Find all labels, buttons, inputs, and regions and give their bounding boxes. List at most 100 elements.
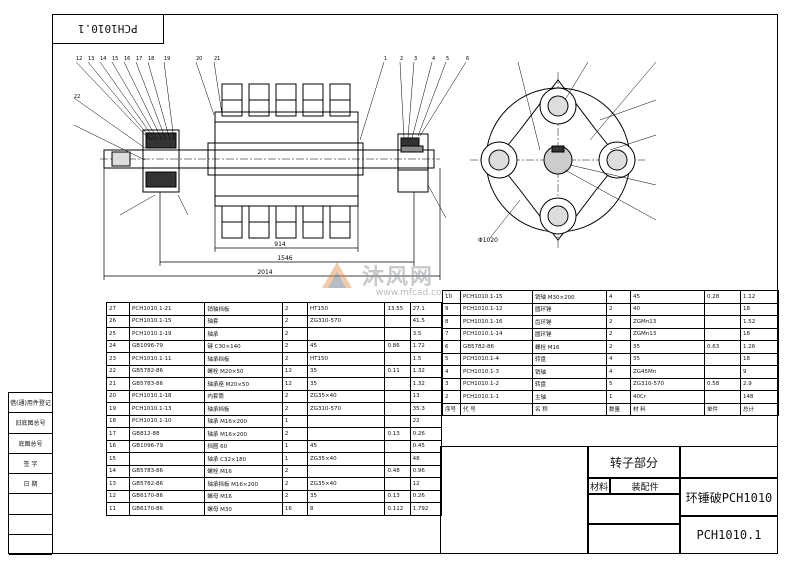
watermark-text: 沐风网 bbox=[362, 265, 435, 290]
bom-cell: 23 bbox=[105, 352, 131, 366]
bom-cell: 27.1 bbox=[409, 302, 443, 316]
rotated-drawing-code: PCH1010.1 bbox=[52, 14, 164, 44]
bom-cell: 0.96 bbox=[409, 464, 443, 478]
right-bearing-block bbox=[397, 133, 429, 193]
bom-cell: 1 bbox=[281, 452, 309, 466]
bom-cell: 轴套 bbox=[204, 314, 283, 328]
bom-cell: PCH1010.1-11 bbox=[129, 352, 206, 366]
bom-cell bbox=[384, 327, 411, 341]
bom-cell: 40 bbox=[630, 302, 705, 316]
bom-cell: 0.13 bbox=[384, 489, 411, 503]
callout-number: 6 bbox=[466, 56, 469, 62]
left-bearing-block bbox=[142, 129, 180, 193]
bom-cell bbox=[704, 302, 741, 316]
bom-cell: 内套筒 bbox=[204, 389, 283, 403]
bom-cell: 12 bbox=[281, 364, 309, 378]
bom-cell bbox=[384, 377, 411, 391]
bom-cell: 轴承挡板 M16×200 bbox=[204, 477, 283, 491]
bom-cell: 1.32 bbox=[409, 364, 443, 378]
dimension-914: 914 bbox=[274, 241, 286, 248]
bom-cell: GB5782-86 bbox=[460, 340, 533, 354]
bom-cell: ZGMn13 bbox=[630, 327, 705, 341]
watermark-url: www.mfcad.com bbox=[376, 288, 451, 298]
bom-cell: 单件 bbox=[704, 402, 741, 416]
bom-cell: 10 bbox=[442, 290, 461, 304]
bom-cell: PCH1010.1-15 bbox=[460, 290, 533, 304]
strip-cell: 底图总号 bbox=[9, 434, 52, 454]
bom-cell bbox=[704, 390, 741, 404]
left-registration-strip: 借(通)用件登记旧底图总号底图总号签 字日 期 bbox=[8, 392, 53, 555]
bom-cell: 1 bbox=[606, 390, 631, 404]
bom-cell: PCH1010.1-4 bbox=[460, 352, 533, 366]
bom-cell: 11 bbox=[105, 502, 131, 516]
bom-cell bbox=[306, 327, 386, 341]
bom-cell: 41.5 bbox=[409, 314, 443, 328]
strip-cell bbox=[9, 535, 52, 555]
bom-cell: HT150 bbox=[306, 352, 386, 366]
bom-cell bbox=[384, 314, 411, 328]
bom-cell bbox=[384, 452, 411, 466]
dimension-2014: 2014 bbox=[257, 269, 272, 276]
bom-cell: 销轴 bbox=[532, 365, 607, 379]
title-block: 转子部分 环锤破PCH1010 PCH1010.1 材料 装配件 bbox=[440, 446, 778, 554]
bom-cell: 螺栓 M20×50 bbox=[204, 364, 283, 378]
bom-cell: 2 bbox=[606, 327, 631, 341]
bom-cell: 0.13 bbox=[384, 427, 411, 441]
bom-cell: 2 bbox=[606, 302, 631, 316]
bom-cell: 螺母 M30 bbox=[204, 502, 283, 516]
bom-cell bbox=[384, 439, 411, 453]
bom-cell: 2 bbox=[281, 427, 309, 441]
bom-row: 序号代 号名 称数量材 料单件总计 bbox=[442, 402, 779, 416]
callout-number: 4 bbox=[432, 56, 435, 62]
bom-cell: 2 bbox=[606, 340, 631, 354]
bom-cell bbox=[384, 352, 411, 366]
bom-cell: ZG310-570 bbox=[306, 402, 386, 416]
revision-grid bbox=[440, 446, 588, 554]
bom-cell: 1.792 bbox=[409, 502, 443, 516]
bom-cell: 挡圈 60 bbox=[204, 439, 283, 453]
bom-cell: 22 bbox=[409, 414, 443, 428]
bom-cell: PCH1010.1-12 bbox=[460, 302, 533, 316]
bom-cell: 15 bbox=[105, 452, 131, 466]
bom-cell bbox=[384, 414, 411, 428]
bom-cell: GB6170-86 bbox=[129, 489, 206, 503]
bom-cell: 转盘 bbox=[532, 377, 607, 391]
bom-cell: 销轴 M30×200 bbox=[532, 290, 607, 304]
bom-cell: GB812-88 bbox=[129, 427, 206, 441]
bom-cell: 序号 bbox=[442, 402, 461, 416]
bom-cell bbox=[704, 315, 741, 329]
bom-cell: 2 bbox=[281, 477, 309, 491]
diameter-label: Φ1020 bbox=[478, 237, 498, 244]
bom-cell: 40Cr bbox=[630, 390, 705, 404]
callout-number: 16 bbox=[124, 56, 130, 62]
bom-cell: 2 bbox=[281, 402, 309, 416]
callout-number: 20 bbox=[196, 56, 202, 62]
bom-cell: 7 bbox=[442, 327, 461, 341]
bom-cell: 4 bbox=[606, 290, 631, 304]
bom-cell: 2 bbox=[442, 390, 461, 404]
callout-number: 2 bbox=[400, 56, 403, 62]
bom-cell: 20 bbox=[105, 389, 131, 403]
bom-cell: 18 bbox=[740, 327, 779, 341]
bom-cell: 螺栓 M16 bbox=[204, 464, 283, 478]
callout-number: 17 bbox=[136, 56, 142, 62]
bom-cell: 2.9 bbox=[740, 377, 779, 391]
bom-cell: PCH1010.1-3 bbox=[460, 365, 533, 379]
bom-cell: 螺母 M16 bbox=[204, 489, 283, 503]
bom-cell: 2 bbox=[281, 302, 309, 316]
bom-cell: 2 bbox=[281, 389, 309, 403]
dimension-1546: 1546 bbox=[277, 255, 292, 262]
bom-cell: 5 bbox=[606, 377, 631, 391]
watermark-logo-icon bbox=[322, 262, 352, 288]
bom-cell: 18 bbox=[105, 414, 131, 428]
